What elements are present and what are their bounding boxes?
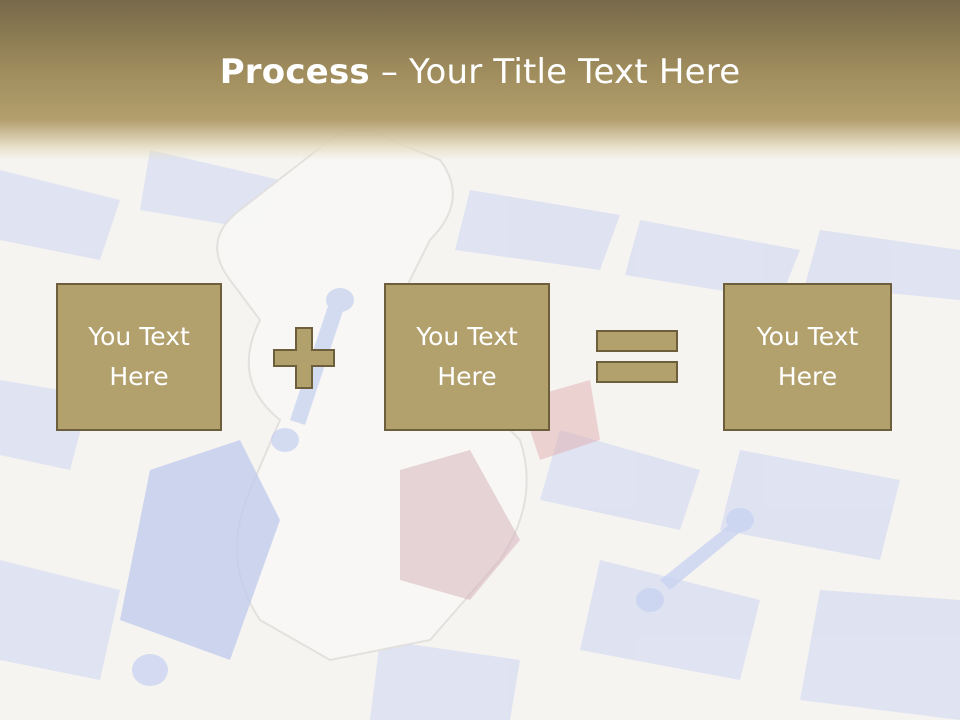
title-band [0, 0, 960, 160]
plus-icon [273, 327, 335, 389]
process-box-1-label: You Text Here [88, 322, 190, 391]
title-rest: – Your Title Text Here [369, 52, 741, 92]
slide-title: Process – Your Title Text Here [0, 52, 960, 92]
title-bold: Process [219, 52, 370, 92]
process-box-3: You Text Here [723, 283, 892, 431]
process-box-3-label: You Text Here [756, 322, 859, 391]
process-box-2-label: You Text Here [416, 322, 518, 391]
process-box-2: You Text Here [384, 283, 550, 431]
equals-icon [596, 330, 678, 383]
process-box-1: You Text Here [56, 283, 222, 431]
